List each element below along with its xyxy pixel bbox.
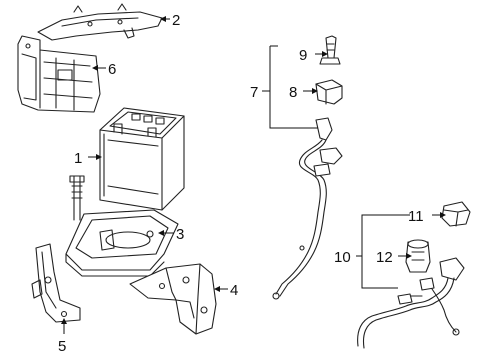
callout-10: 10 <box>334 249 351 266</box>
battery-tray <box>65 209 179 277</box>
callout-7: 7 <box>250 84 258 101</box>
leader-lines <box>61 16 446 334</box>
callout-3: 3 <box>176 226 184 243</box>
cable-fuse <box>405 239 431 273</box>
callout-9: 9 <box>299 47 307 64</box>
callout-labels: 2 6 1 3 4 5 9 8 7 11 12 10 <box>58 12 424 355</box>
support-bracket <box>31 243 81 323</box>
callout-11: 11 <box>408 208 424 225</box>
callout-8: 8 <box>289 84 297 101</box>
callout-5: 5 <box>58 338 66 355</box>
callout-12: 12 <box>376 249 393 266</box>
hold-down-bolt <box>69 175 85 221</box>
positive-terminal-cap <box>441 201 471 227</box>
terminal-cap <box>315 79 343 105</box>
mounting-bracket <box>129 263 217 335</box>
callout-4: 4 <box>230 282 238 299</box>
callout-6: 6 <box>108 61 116 78</box>
positive-battery-cable <box>357 257 465 349</box>
hold-down-clamp <box>37 3 163 41</box>
battery-insulator <box>17 35 101 113</box>
callout-1: 1 <box>74 150 82 167</box>
negative-battery-cable <box>272 117 343 300</box>
callout-2: 2 <box>172 12 180 29</box>
terminal-bolt <box>319 35 341 65</box>
battery <box>99 107 185 211</box>
